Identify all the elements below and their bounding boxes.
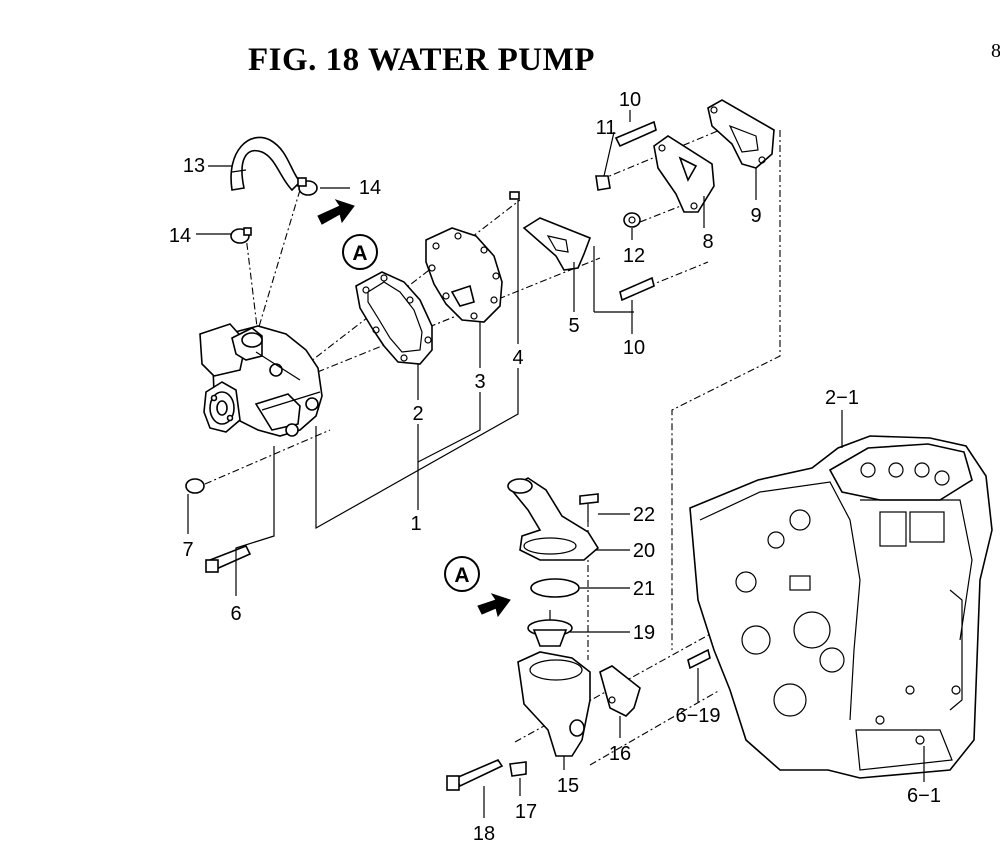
label-2: 2 [412, 403, 423, 425]
bolt-17 [509, 761, 527, 777]
figure-title: FIG. 18 WATER PUMP [248, 42, 595, 78]
callout-a-lower: A [444, 556, 480, 592]
label-19: 19 [633, 622, 655, 644]
direction-arrow-lower [477, 593, 511, 618]
label-18: 18 [473, 823, 495, 845]
label-21: 21 [633, 578, 655, 600]
screw-4 [509, 191, 520, 200]
clamp-14-upper [297, 177, 318, 196]
label-2-1: 2−1 [825, 387, 859, 409]
label-6: 6 [230, 603, 241, 625]
label-15: 15 [557, 775, 579, 797]
label-10-lower: 10 [623, 337, 645, 359]
callout-a-lower-label: A [454, 564, 469, 587]
assembly-centerlines [204, 129, 791, 766]
outlet-elbow-20 [507, 477, 600, 561]
direction-arrow-upper [317, 199, 355, 225]
o-ring-21 [530, 578, 580, 598]
bolt-18 [446, 759, 504, 791]
label-12: 12 [623, 245, 645, 267]
bolt-22 [579, 493, 599, 522]
part-number-labels: 13 14 14 2 3 4 5 1 10 11 12 10 8 9 7 6 2… [169, 89, 941, 845]
label-9: 9 [750, 205, 761, 227]
gasket-5 [522, 217, 592, 271]
bolt-6 [205, 544, 252, 573]
gasket-16 [599, 665, 641, 717]
label-14-upper: 14 [359, 177, 381, 199]
label-7: 7 [182, 539, 193, 561]
label-13: 13 [183, 155, 205, 177]
plate-8 [653, 135, 715, 213]
housing-15 [517, 651, 591, 757]
callout-a-upper-label: A [352, 242, 367, 265]
hose-13 [230, 136, 302, 192]
label-20: 20 [633, 540, 655, 562]
label-10-upper: 10 [619, 89, 641, 111]
nut-12 [623, 212, 641, 228]
label-5: 5 [568, 315, 579, 337]
label-1: 1 [410, 513, 421, 535]
nut-7 [185, 478, 205, 494]
thermostat-19 [527, 610, 573, 647]
label-17: 17 [515, 801, 537, 823]
plate-3 [425, 227, 503, 323]
label-3: 3 [474, 371, 485, 393]
clamp-14-lower [230, 227, 252, 244]
page-edge-mark: 8 [991, 40, 1000, 62]
leader-lines [187, 110, 925, 818]
stud-10-lower [619, 276, 655, 302]
gasket-2 [355, 271, 433, 365]
label-6-1: 6−1 [907, 785, 941, 807]
label-8: 8 [702, 231, 713, 253]
stud-10-upper [614, 120, 657, 148]
callout-a-upper: A [342, 234, 378, 270]
label-22: 22 [633, 504, 655, 526]
gasket-9 [707, 99, 775, 169]
label-11: 11 [596, 117, 617, 139]
water-pump-body [199, 323, 323, 437]
label-14-lower: 14 [169, 225, 191, 247]
label-6-19: 6−19 [675, 705, 720, 727]
stud-6-19 [687, 648, 711, 670]
label-4: 4 [512, 347, 523, 369]
bolt-11 [595, 175, 611, 191]
label-16: 16 [609, 743, 631, 765]
engine-block [689, 435, 993, 779]
